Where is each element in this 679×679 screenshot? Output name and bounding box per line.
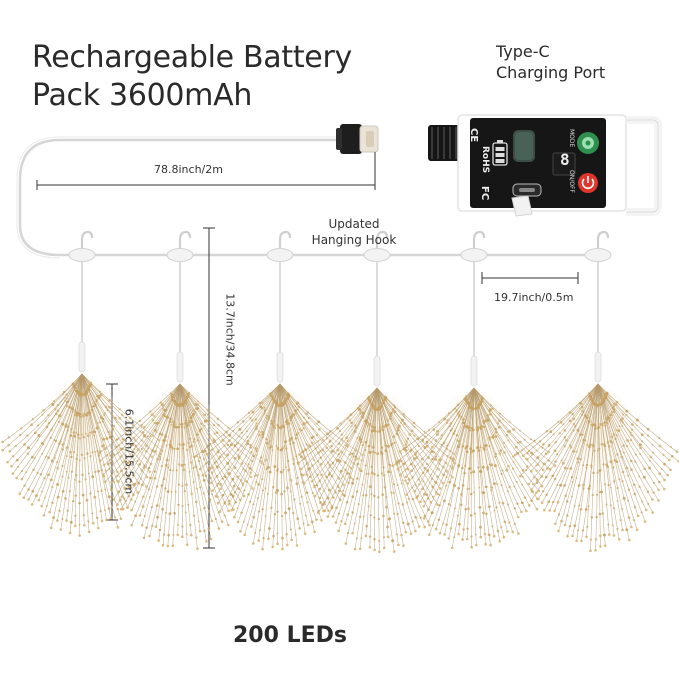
charging-port-line-1: Type-C — [496, 42, 550, 61]
battery-box — [428, 114, 662, 217]
hanging-hooks — [68, 230, 612, 262]
ce-mark: CE — [468, 128, 479, 143]
hanging-hook — [363, 230, 391, 262]
firework-light — [513, 262, 679, 552]
hanging-hook — [266, 230, 294, 262]
hook-label-line-1: Updated — [328, 217, 380, 231]
mode-label: MODE — [568, 129, 575, 148]
cable-length-label: 78.8inch/2m — [154, 163, 223, 176]
title-line-2: Pack 3600mAh — [32, 78, 253, 113]
cable-connector — [336, 124, 379, 154]
firework-length-label: 6.1inch/15.5cm — [122, 408, 136, 495]
main-cable — [18, 138, 600, 257]
firework-light — [1, 262, 164, 537]
spacing-dimension — [481, 272, 579, 284]
digit-display: 8 — [560, 150, 570, 169]
hook-label-line-2: Hanging Hook — [311, 233, 397, 247]
onoff-label: ON/OFF — [568, 170, 575, 193]
hanging-hook — [460, 230, 488, 262]
hanging-hook — [68, 230, 96, 262]
cable-length-dimension — [36, 152, 376, 190]
firework-light — [391, 262, 557, 550]
led-count: 200 LEDs — [233, 623, 347, 648]
fc-mark: FC — [479, 186, 490, 201]
firework-light — [296, 262, 455, 554]
hanging-hook — [166, 230, 194, 262]
spacing-length-label: 19.7inch/0.5m — [494, 291, 574, 304]
firework-light — [98, 262, 262, 550]
drop-length-label: 13.7inch/34.8cm — [223, 293, 237, 386]
title-line-1: Rechargeable Battery — [32, 40, 352, 75]
charging-port-line-2: Charging Port — [496, 63, 606, 82]
rohs-mark: RoHS — [480, 146, 490, 174]
firework-light — [194, 262, 364, 551]
firework-lights — [1, 262, 679, 554]
hanging-hook — [584, 230, 612, 262]
